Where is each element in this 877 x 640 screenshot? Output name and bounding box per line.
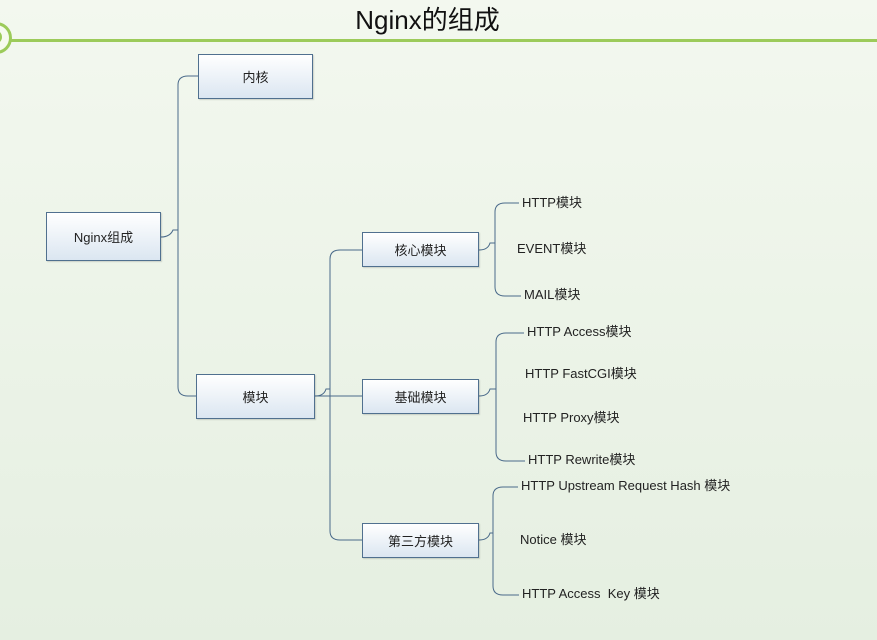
diagram-title: Nginx的组成 bbox=[355, 5, 500, 35]
leaf-http-access-key-module[interactable]: HTTP Access Key 模块 bbox=[522, 586, 660, 601]
connector-modules-core bbox=[314, 249, 362, 397]
connector-third-leaves bbox=[478, 486, 519, 596]
node-third-party-modules[interactable]: 第三方模块 bbox=[362, 523, 479, 558]
title-underline bbox=[0, 39, 877, 42]
leaf-notice-module[interactable]: Notice 模块 bbox=[520, 532, 587, 547]
connector-basic-leaves bbox=[478, 332, 525, 462]
connector-root-modules bbox=[177, 230, 196, 397]
node-modules[interactable]: 模块 bbox=[196, 374, 315, 419]
leaf-mail-module[interactable]: MAIL模块 bbox=[524, 287, 581, 302]
node-kernel[interactable]: 内核 bbox=[198, 54, 313, 99]
leaf-http-module[interactable]: HTTP模块 bbox=[522, 195, 582, 210]
leaf-http-fastcgi-module[interactable]: HTTP FastCGI模块 bbox=[525, 366, 637, 381]
connector-root-kernel bbox=[160, 75, 198, 238]
connector-modules-third bbox=[329, 389, 362, 541]
leaf-http-access-module[interactable]: HTTP Access模块 bbox=[527, 324, 632, 339]
leaf-http-proxy-module[interactable]: HTTP Proxy模块 bbox=[523, 410, 620, 425]
leaf-upstream-hash-module[interactable]: HTTP Upstream Request Hash 模块 bbox=[521, 478, 731, 493]
node-basic-modules[interactable]: 基础模块 bbox=[362, 379, 479, 414]
leaf-http-rewrite-module[interactable]: HTTP Rewrite模块 bbox=[528, 452, 636, 467]
connector-core-leaves bbox=[478, 202, 521, 297]
node-core-modules[interactable]: 核心模块 bbox=[362, 232, 479, 267]
node-root[interactable]: Nginx组成 bbox=[46, 212, 161, 261]
leaf-event-module[interactable]: EVENT模块 bbox=[517, 241, 587, 256]
